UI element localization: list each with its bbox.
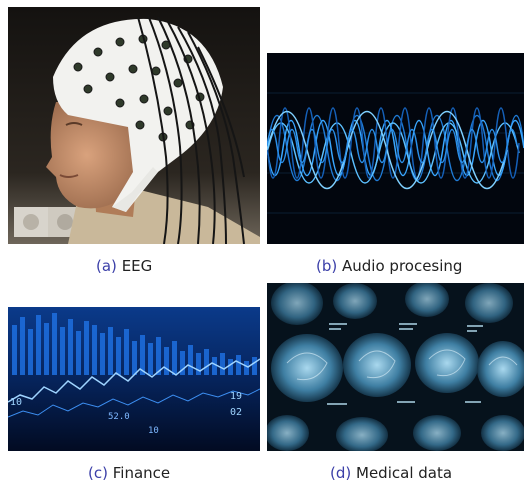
eeg-photo [8,7,260,244]
audio-waveform-image-icon [267,53,524,244]
finance-number: 10 [10,397,22,408]
finance-chart-image-icon: 10 19 02 52.0 10 [8,307,260,451]
brain-mri-scans-image [267,283,524,451]
finance-number: 52.0 [108,412,130,422]
finance-number: 02 [230,407,242,418]
caption-label: Audio procesing [342,257,463,275]
caption-a: (a) EEG [96,257,152,275]
caption-tag: (c) [88,464,108,482]
caption-label: Medical data [356,464,453,482]
finance-number: 10 [148,426,159,436]
caption-label: Finance [112,464,171,482]
caption-b: (b) Audio procesing [316,257,462,275]
caption-tag: (d) [330,464,352,482]
caption-c: (c) Finance [88,464,170,482]
caption-d: (d) Medical data [330,464,452,482]
brain-mri-scans-image-icon [267,283,524,451]
audio-waveform-image [267,53,524,244]
caption-label: EEG [121,257,153,275]
caption-tag: (a) [96,257,117,275]
finance-number: 19 [230,391,242,402]
caption-tag: (b) [316,257,338,275]
eeg-cap-photo-icon [8,7,260,244]
finance-chart-image: 10 19 02 52.0 10 [8,307,260,451]
